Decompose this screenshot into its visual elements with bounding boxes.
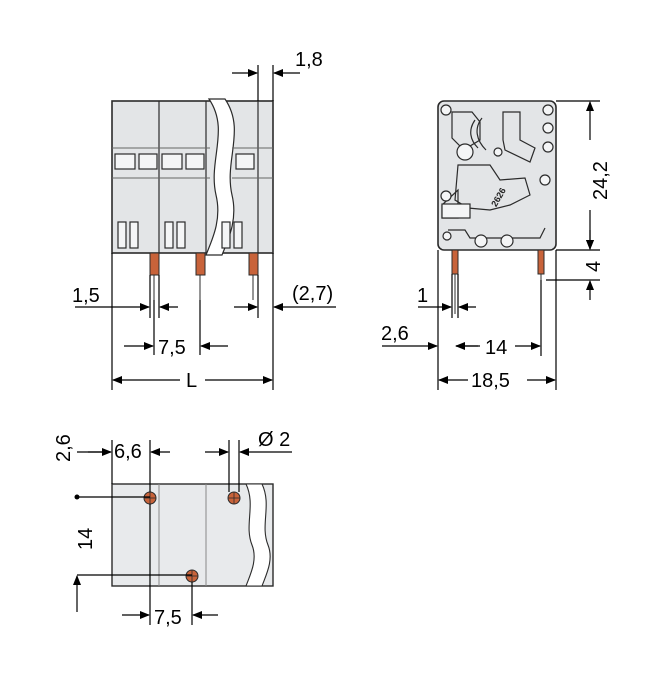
front-housing (111, 100, 274, 254)
dim-24-2: 24,2 (590, 161, 612, 200)
pcb-outline (111, 483, 274, 587)
front-view: 1,8 1,5 (2,7) 7,5 (72, 49, 336, 392)
dim-diameter: Ø 2 (258, 429, 290, 451)
dim-18-5: 18,5 (471, 370, 510, 392)
dim-2-6-pcb: 2,6 (53, 434, 75, 462)
break-gap (205, 98, 235, 256)
pcb-layout: 2,6 6,6 Ø 2 14 7,5 (53, 429, 292, 629)
dim-1-5: 1,5 (72, 285, 100, 307)
dim-7-5-pcb: 7,5 (154, 607, 182, 629)
dim-2-7: (2,7) (292, 283, 333, 305)
dim-14-pcb: 14 (75, 528, 97, 550)
dim-14-side: 14 (485, 337, 507, 359)
dim-1-8: 1,8 (295, 49, 323, 71)
dim-7-5-front: 7,5 (158, 337, 186, 359)
front-pins (149, 252, 259, 276)
dim-L: L (186, 370, 197, 392)
dim-1: 1 (417, 285, 428, 307)
dim-2-6-side: 2,6 (381, 323, 409, 345)
dim-4: 4 (583, 261, 605, 272)
dim-6-6: 6,6 (114, 441, 142, 463)
side-view: 2626 24,2 4 (381, 100, 612, 392)
